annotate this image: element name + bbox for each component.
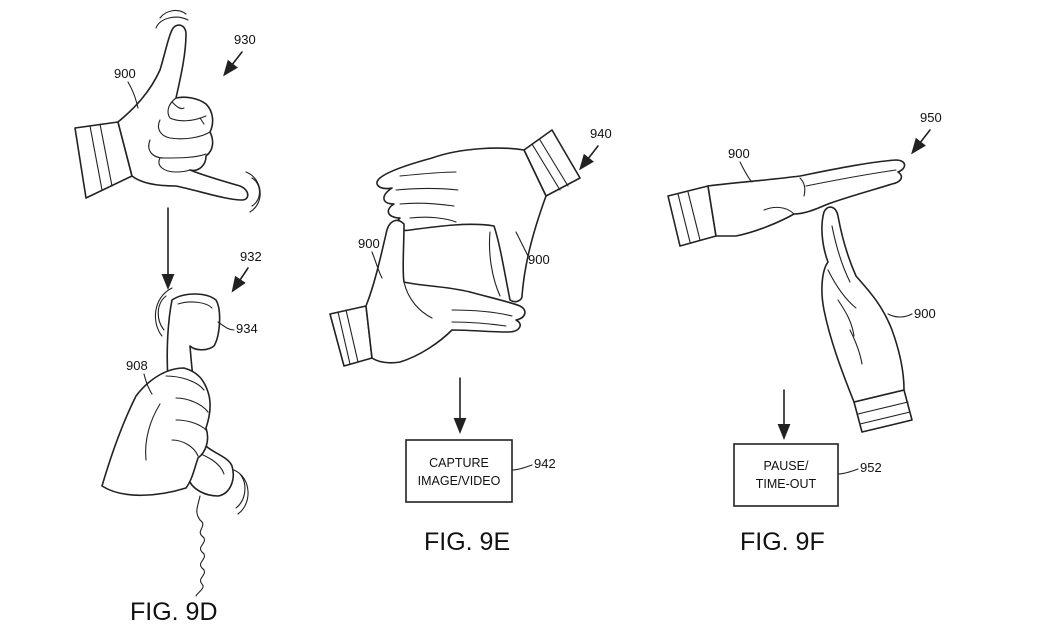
palm <box>117 24 249 201</box>
caption-fig-9e: FIG. 9E <box>424 528 510 556</box>
caption-fig-9f: FIG. 9F <box>740 528 825 556</box>
box-line-2: TIME-OUT <box>756 477 817 491</box>
horizontal-hand <box>667 159 906 247</box>
ref-952: 952 <box>860 460 882 475</box>
ref-908: 908 <box>126 358 148 373</box>
hand-holding-phone <box>101 367 211 497</box>
ref-950: 950 <box>920 110 942 125</box>
phone-cord <box>195 495 206 597</box>
ref-940: 940 <box>590 126 612 141</box>
ref-900-bottom: 900 <box>914 306 936 321</box>
ref-900-upper: 900 <box>528 252 550 267</box>
upper-frame-hand <box>376 129 581 303</box>
ref-942: 942 <box>534 456 556 471</box>
ref-900-lower: 900 <box>358 236 380 251</box>
capture-image-video-box: CAPTURE IMAGE/VIDEO <box>405 439 513 503</box>
ref-900-top: 900 <box>728 146 750 161</box>
ref-932: 932 <box>240 249 262 264</box>
figure-9f: 950 900 900 PAU <box>667 110 942 556</box>
box-line-1: PAUSE/ <box>764 459 809 473</box>
figure-9e: 940 900 900 <box>329 126 612 556</box>
pause-time-out-box: PAUSE/ TIME-OUT <box>733 443 839 507</box>
ref-900: 900 <box>114 66 136 81</box>
box-line-1: CAPTURE <box>429 456 489 470</box>
vertical-hand <box>821 206 913 433</box>
figure-9d: 930 900 932 934 <box>74 9 262 626</box>
ref-934: 934 <box>236 321 258 336</box>
shaka-hand-gesture <box>74 9 261 213</box>
caption-fig-9d: FIG. 9D <box>130 598 218 626</box>
box-line-2: IMAGE/VIDEO <box>418 474 501 488</box>
lower-frame-hand <box>329 219 526 367</box>
ref-930: 930 <box>234 32 256 47</box>
